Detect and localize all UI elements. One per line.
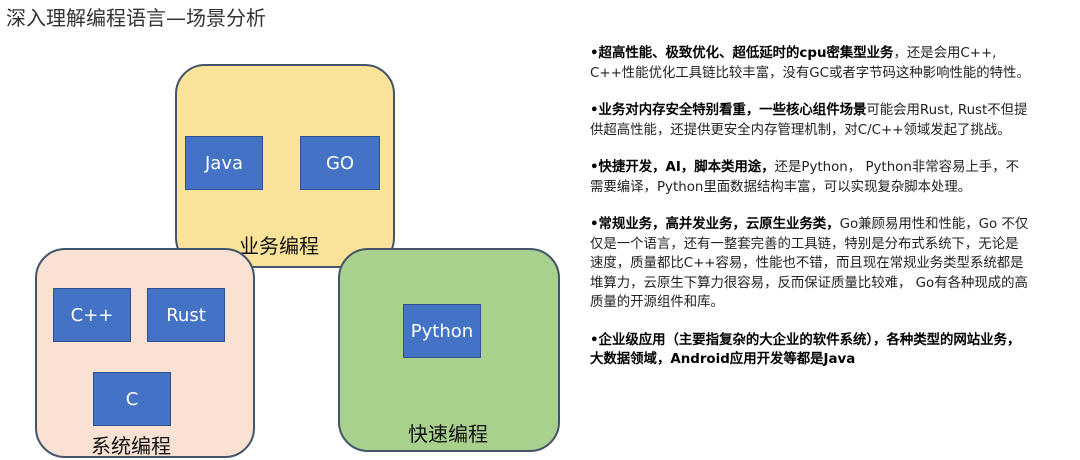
scenario-analysis-text: •超高性能、极致优化、超低延时的cpu密集型业务，还是会用C++, C++性能优… — [590, 44, 1030, 388]
paragraph-heading: •业务对内存安全特别看重，一些核心组件场景 — [590, 103, 867, 118]
language-box-go: GO — [300, 136, 380, 190]
system-programming-label: 系统编程 — [91, 434, 171, 458]
paragraph-heading: •快捷开发，AI，脚本类用途， — [590, 160, 775, 175]
language-box-java: Java — [185, 136, 263, 190]
paragraph-body: 还是Python， Python非常容易上手，不需要编译，Python里面数据结… — [590, 160, 1019, 195]
business-programming-group: Java GO 业务编程 — [175, 64, 395, 268]
paragraph-scripting: •快捷开发，AI，脚本类用途，还是Python， Python非常容易上手，不需… — [590, 158, 1030, 197]
system-programming-group: C++ Rust C 系统编程 — [35, 248, 255, 458]
paragraph-heading: •企业级应用（主要指复杂的大企业的软件系统），各种类型的网站业务，大数据领域，A… — [590, 332, 1021, 368]
fast-programming-group: Python 快速编程 — [338, 248, 560, 452]
paragraph-enterprise: •企业级应用（主要指复杂的大企业的软件系统），各种类型的网站业务，大数据领域，A… — [590, 331, 1030, 370]
paragraph-body: Go兼顾易用性和性能，Go 不仅仅是一个语言，还有一整套完善的工具链，特别是分布… — [590, 217, 1029, 310]
business-programming-label: 业务编程 — [239, 234, 319, 258]
language-box-cpp: C++ — [53, 288, 131, 342]
paragraph-body: 可能会用Rust, Rust不但提供超高性能，还提供更安全内存管理机制，对C/C… — [590, 103, 1028, 138]
language-box-python: Python — [403, 304, 481, 358]
paragraph-memory-safety: •业务对内存安全特别看重，一些核心组件场景可能会用Rust, Rust不但提供超… — [590, 101, 1030, 140]
language-box-c: C — [93, 372, 171, 426]
paragraph-heading: •常规业务，高并发业务，云原生业务类， — [590, 217, 840, 232]
paragraph-cloud-native: •常规业务，高并发业务，云原生业务类，Go兼顾易用性和性能，Go 不仅仅是一个语… — [590, 215, 1030, 313]
language-box-rust: Rust — [147, 288, 225, 342]
page-title: 深入理解编程语言—场景分析 — [6, 6, 266, 30]
paragraph-cpu-intensive: •超高性能、极致优化、超低延时的cpu密集型业务，还是会用C++, C++性能优… — [590, 44, 1030, 83]
fast-programming-label: 快速编程 — [408, 422, 488, 446]
paragraph-body: ，还是会用C++, C++性能优化工具链比较丰富，没有GC或者字节码这种影响性能… — [590, 46, 1030, 81]
paragraph-heading: •超高性能、极致优化、超低延时的cpu密集型业务 — [590, 46, 894, 61]
